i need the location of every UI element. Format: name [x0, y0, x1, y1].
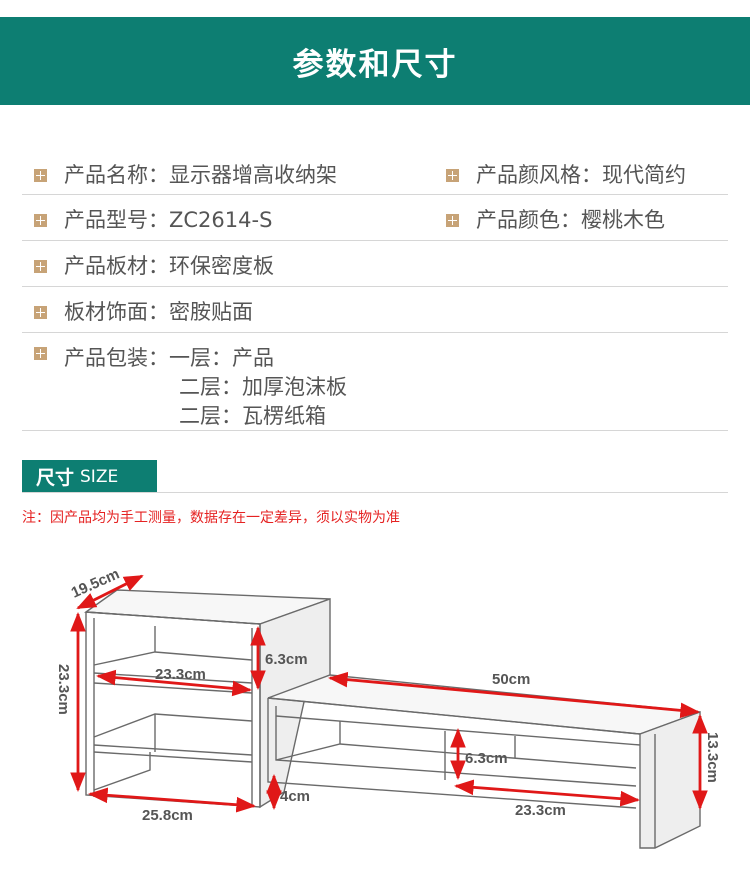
spec-cell: 产品颜风格：现代简约 [446, 161, 686, 189]
plus-bullet-icon [34, 305, 47, 319]
plus-bullet-icon [446, 213, 459, 227]
spec-material: 产品板材：环保密度板 [64, 254, 274, 278]
label-foot-height: 4cm [280, 788, 310, 805]
spec-cell: 产品名称：显示器增高收纳架 [34, 161, 337, 189]
plus-bullet-icon [34, 213, 47, 227]
label-total-length: 50cm [492, 671, 530, 688]
spec-packaging: 产品包装：一层：产品 二层：加厚泡沫板 二层：瓦楞纸箱 [64, 344, 347, 431]
label-inner-width-left: 23.3cm [155, 666, 206, 683]
plus-bullet-icon [34, 168, 47, 182]
spec-style: 产品颜风格：现代简约 [476, 163, 686, 187]
label-height-left: 23.3cm [55, 664, 72, 715]
spec-row: 板材饰面：密胺贴面 [22, 287, 728, 333]
size-section-tab: 尺寸 SIZE [22, 460, 157, 493]
dimension-labels: 19.5cm 23.3cm 23.3cm 6.3cm 25.8cm 4cm 50… [55, 565, 721, 824]
label-shelf-gap-left: 6.3cm [265, 651, 308, 668]
spec-finish: 板材饰面：密胺贴面 [64, 300, 253, 324]
spec-cell [34, 347, 64, 360]
packaging-line: 产品包装：一层：产品 [64, 346, 274, 370]
spec-model: 产品型号：ZC2614-S [64, 208, 273, 232]
spec-row: 产品板材：环保密度板 [22, 241, 728, 287]
page-title: 参数和尺寸 [292, 46, 458, 83]
size-title: 尺寸 [36, 467, 75, 489]
size-subtitle: SIZE [80, 466, 119, 487]
spec-product-name: 产品名称：显示器增高收纳架 [64, 163, 337, 187]
spec-row: 产品名称：显示器增高收纳架 产品颜风格：现代简约 [22, 150, 728, 195]
label-height-right: 13.3cm [704, 732, 721, 783]
header-banner: 参数和尺寸 [0, 17, 750, 105]
divider [22, 492, 728, 493]
plus-bullet-icon [34, 259, 47, 273]
label-shelf-gap-right: 6.3cm [465, 750, 508, 767]
spec-row: 产品包装：一层：产品 二层：加厚泡沫板 二层：瓦楞纸箱 [22, 333, 728, 431]
spec-color: 产品颜色：樱桃木色 [476, 208, 665, 232]
label-base-width-left: 25.8cm [142, 807, 193, 824]
plus-bullet-icon [446, 168, 459, 182]
spec-cell: 产品型号：ZC2614-S [34, 206, 272, 234]
spec-cell: 产品颜色：樱桃木色 [446, 206, 665, 234]
measurement-note: 注：因产品均为手工测量，数据存在一定差异，须以实物为准 [22, 510, 400, 526]
spec-cell: 产品板材：环保密度板 [34, 252, 274, 280]
label-inner-width-right: 23.3cm [515, 802, 566, 819]
packaging-line: 二层：瓦楞纸箱 [179, 404, 326, 428]
dimension-lines [70, 574, 708, 813]
packaging-line: 二层：加厚泡沫板 [179, 375, 347, 399]
spec-cell: 板材饰面：密胺贴面 [34, 298, 253, 326]
product-dimension-diagram: 19.5cm 23.3cm 23.3cm 6.3cm 25.8cm 4cm 50… [55, 565, 721, 849]
plus-bullet-icon [34, 347, 47, 360]
spec-row: 产品型号：ZC2614-S 产品颜色：樱桃木色 [22, 195, 728, 241]
spec-table: 产品名称：显示器增高收纳架 产品颜风格：现代简约 产品型号：ZC2614-S 产… [22, 150, 728, 431]
